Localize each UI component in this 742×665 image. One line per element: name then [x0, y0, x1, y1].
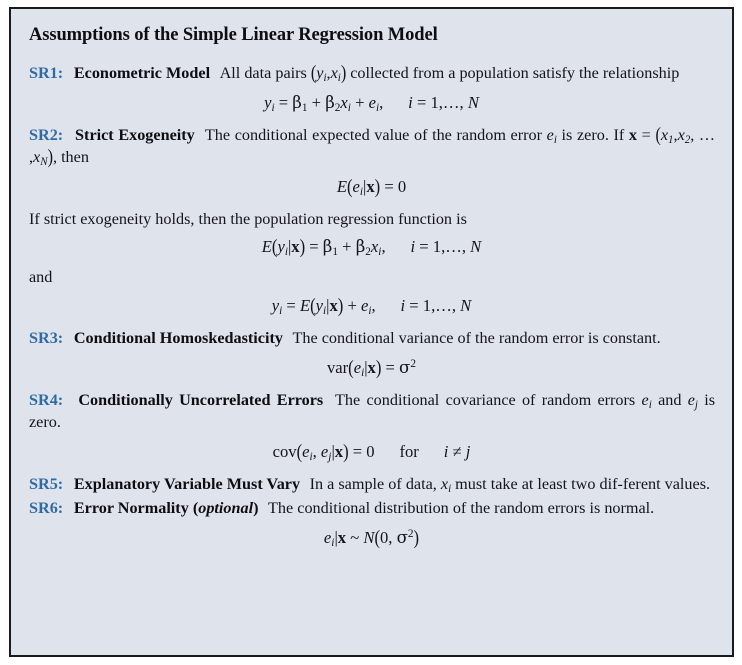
sr1-title: Econometric Model — [73, 64, 211, 82]
equation-sr1: yi = β1 + β2xi + ei,i = 1,…, N — [264, 93, 479, 114]
sr3-tag: SR3: — [29, 329, 64, 348]
page-title: Assumptions of the Simple Linear Regress… — [29, 25, 438, 45]
sr1-body-tail: collected from a population satisfy the — [350, 64, 599, 82]
sr6-title: Error Normality — [73, 499, 189, 518]
sr5-tag: SR5: — [29, 475, 64, 494]
sr3-title: Conditional Homoskedasticity — [73, 329, 283, 348]
sr1-body-lead: All data pairs — [219, 64, 307, 82]
sr2-title: Strict Exogeneity — [75, 126, 195, 145]
sr3-body-cont: constant. — [602, 329, 661, 348]
for-label: for — [399, 442, 419, 462]
equation-population-regression: E(yi|x) = β1 + β2xi,i = 1,…, N — [261, 234, 482, 259]
sr1-inline-math: (yi,xi) — [310, 62, 347, 84]
sr3-body: The conditional variance of the random e… — [292, 329, 599, 348]
assumption-sr4: SR4: Conditionally Uncorrelated Errors T… — [29, 389, 715, 433]
sr5-body-cont: must take at least two dif- — [455, 475, 623, 494]
sr6-tag: SR6: — [29, 499, 64, 518]
sr4-tag: SR4: — [29, 391, 64, 410]
assumption-sr6: SR6: Error Normality ((optional)optional… — [29, 497, 715, 519]
and-row: and — [28, 268, 715, 287]
assumption-sr1: SR1: Econometric Model All data pairs (y… — [29, 62, 715, 84]
sr6-optional-word: optional — [198, 499, 254, 518]
sr1-tag: SR1: — [29, 64, 64, 82]
equation-sr3-variance: var(ei|x) = σ2 — [326, 355, 417, 380]
sr5-body: In a sample of data, — [309, 475, 437, 494]
sr5-xi: xi — [440, 475, 452, 496]
sr4-and: and — [658, 391, 682, 410]
equation-sr2-exogeneity: E(ei|x) = 0 — [336, 174, 407, 199]
sr2-body-lead: The conditional expected value of the ra… — [204, 126, 543, 145]
sr2-error-symbol: ei — [546, 126, 557, 146]
sr4-ei: ei — [641, 391, 652, 412]
sr2-body-then: , then — [52, 148, 89, 167]
assumption-sr5: SR5: Explanatory Variable Must Vary In a… — [29, 473, 715, 495]
sr6-body-cont: normal. — [604, 499, 655, 518]
sr4-title: Conditionally Uncorrelated Errors — [78, 391, 324, 410]
sr5-body-cont2: ferent values. — [622, 475, 711, 494]
sr2-x-vector: x = (x1,x2, … ,xN) — [29, 124, 716, 169]
sr6-body: The conditional distribution of the rand… — [268, 499, 601, 518]
sr2-body-mid: is zero. If — [561, 126, 625, 145]
and-label: and — [29, 268, 53, 287]
assumption-sr3: SR3: Conditional Homoskedasticity The co… — [29, 327, 715, 349]
equation-sr6-normality: ei|x ~ N(0, σ2) — [323, 526, 420, 550]
sr2-prf-note: If strict exogeneity holds, then the pop… — [29, 210, 467, 229]
sr4-body-cont: is zero. — [29, 391, 716, 432]
sr2-tag: SR2: — [29, 126, 64, 145]
sr6-qualifier: ((optional)optional) — [192, 499, 259, 518]
assumption-sr2: SR2: Strict Exogeneity The conditional e… — [29, 124, 715, 168]
assumptions-box: Assumptions of the Simple Linear Regress… — [9, 7, 734, 657]
sr4-ej: ej — [687, 391, 698, 412]
equation-y-decomposition: yi = E(yi|x) + ei,i = 1,…, N — [271, 293, 472, 318]
sr5-title: Explanatory Variable Must Vary — [73, 475, 301, 494]
sr1-body-cont: relationship — [602, 64, 680, 82]
sr4-body: The conditional covariance of random err… — [335, 391, 636, 410]
